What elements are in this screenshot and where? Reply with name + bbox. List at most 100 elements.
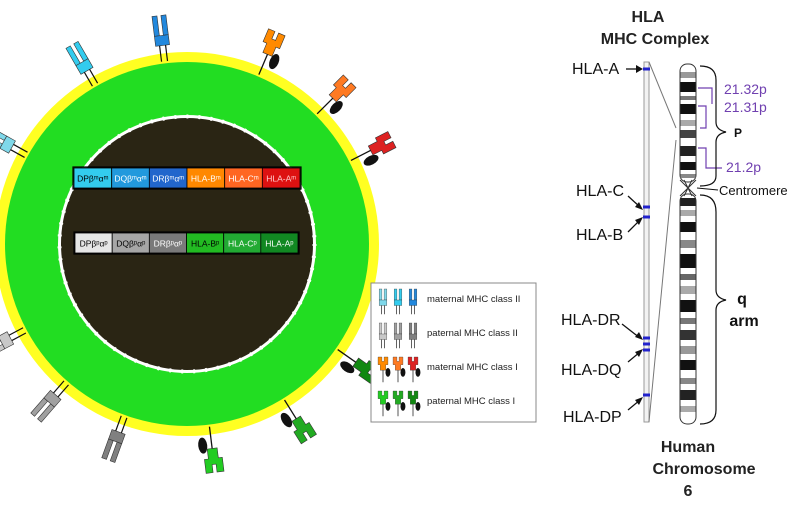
chromosome-band	[680, 240, 696, 248]
chromosome-band	[680, 146, 696, 156]
legend-item: maternal MHC class I	[377, 356, 518, 383]
gene-segment-label: DPβᵐαᵐ	[77, 174, 108, 184]
gene-segment-label: HLA-Cᵖ	[228, 239, 257, 249]
gene-segment: HLA-Cᵐ	[224, 167, 263, 189]
mhc-molecules	[0, 14, 397, 474]
gene-segment-label: DRβᵐαᵐ	[152, 174, 184, 184]
gene-segment-label: HLA-Aᵐ	[266, 174, 296, 184]
legend-label: paternal MHC class II	[427, 328, 518, 339]
mhc-class-i-molecule	[280, 399, 317, 445]
chromosome-band	[680, 254, 696, 268]
gene-segment-label: DQβᵐαᵐ	[114, 174, 146, 184]
chromosome-band	[680, 82, 696, 92]
chromosome-band	[680, 96, 696, 100]
band-bracket-21-32	[698, 87, 713, 104]
gene-label-hla-dq: HLA-DQ	[561, 362, 621, 379]
gene-segment-label: HLA-Cᵐ	[228, 174, 259, 184]
q-arm-label-line1: q	[737, 291, 747, 308]
band-label-21-2p: 21.2p	[726, 159, 761, 175]
mhc-class-ii-molecule	[101, 415, 128, 463]
legend-label: maternal MHC class I	[427, 362, 518, 373]
mhc-class-i-molecule	[350, 131, 397, 166]
arrowhead-hla-dr	[635, 332, 643, 340]
chromosome-band	[680, 104, 696, 114]
gene-segment: HLA-Bᵖ	[186, 232, 225, 254]
chromosome-band	[680, 130, 696, 138]
maternal-gene-bar	[72, 166, 302, 190]
chromosome-band	[680, 318, 696, 324]
band-label-21-32p: 21.32p	[724, 81, 767, 97]
mhc-class-i-molecule	[198, 426, 225, 474]
legend-swatch-icon	[377, 390, 391, 417]
mhc-class-i-molecule	[316, 74, 357, 115]
q-arm-brace	[699, 194, 727, 425]
centromere-pointer	[696, 187, 719, 191]
gene-label-hla-c: HLA-C	[576, 183, 624, 200]
legend-swatch-icon	[393, 322, 403, 349]
chromosome-band	[680, 162, 696, 170]
chromosome-band	[680, 360, 696, 370]
gene-segment: HLA-Bᵐ	[186, 167, 226, 189]
gene-marker	[643, 342, 650, 346]
legend-item: paternal MHC class I	[377, 390, 515, 417]
legend-label: maternal MHC class II	[427, 294, 520, 305]
chromosome-6	[679, 63, 697, 425]
mhc-class-ii-molecule	[0, 327, 27, 359]
gene-marker	[643, 67, 650, 71]
legend-label: paternal MHC class I	[427, 396, 515, 407]
mhc-title-line1: HLA	[632, 9, 665, 26]
maternal-gene-segments: DPβᵐαᵐ DQβᵐαᵐ DRβᵐαᵐ HLA-Bᵐ HLA-Cᵐ HLA-Aᵐ	[73, 167, 301, 189]
chromosome-caption-line3: 6	[684, 483, 693, 500]
gene-label-hla-b: HLA-B	[576, 227, 623, 244]
legend-swatch-icon	[408, 322, 418, 349]
chromosome-band	[680, 72, 696, 78]
chromosome-band	[680, 406, 696, 412]
nuclear-pores	[57, 114, 317, 374]
gene-segment-label: HLA-Bᵐ	[191, 174, 221, 184]
centromere-shape	[679, 179, 697, 197]
gene-marker	[643, 348, 650, 352]
chromosome-band	[680, 198, 696, 206]
arrowhead-hla-c	[635, 202, 643, 210]
gene-segment: DQβᵐαᵐ	[111, 167, 150, 189]
mhc-class-ii-molecule	[151, 14, 170, 62]
connector-line	[648, 61, 677, 129]
legend-swatch-icon	[378, 322, 388, 349]
chromosome-band	[680, 346, 696, 354]
chromosome-band	[680, 330, 696, 340]
centromere-label: Centromere	[719, 183, 788, 198]
gene-marker	[643, 205, 650, 209]
gene-label-hla-dr: HLA-DR	[561, 312, 621, 329]
arrowhead-hla-a	[636, 65, 643, 73]
gene-segment: DRβᵖαᵖ	[148, 232, 187, 254]
gene-segment-label: DRβᵖαᵖ	[154, 239, 183, 249]
chromosome-band	[680, 286, 696, 294]
arrowhead-hla-dp	[635, 397, 643, 405]
gene-segment: DRβᵐαᵐ	[148, 167, 188, 189]
gene-segment-label: DPβᵖαᵖ	[80, 239, 108, 249]
chromosome-panel: HLA MHC Complex HLA-A HLA-C HLA-B HLA-DR…	[561, 9, 788, 500]
gene-segment: DPβᵐαᵐ	[73, 167, 113, 189]
q-arm-label-line2: arm	[729, 313, 758, 330]
paternal-gene-bar	[73, 231, 300, 255]
mhc-class-ii-molecule	[65, 40, 99, 87]
chromosome-band	[680, 174, 696, 178]
band-bracket-21-31	[698, 105, 707, 129]
gene-marker	[643, 336, 650, 340]
p-arm-brace	[699, 65, 727, 187]
legend-swatch-icon	[378, 288, 388, 315]
gene-label-hla-dp: HLA-DP	[563, 409, 622, 426]
arrowhead-hla-dq	[635, 349, 643, 357]
p-arm-label: P	[734, 126, 742, 140]
gene-marker	[643, 393, 650, 397]
legend-item: paternal MHC class II	[378, 322, 518, 349]
legend-swatch-icon	[392, 356, 406, 383]
chromosome-caption-line1: Human	[661, 439, 715, 456]
chromosome-band	[680, 210, 696, 216]
band-bracket-21-2	[698, 147, 722, 169]
chromosome-caption-line2: Chromosome	[652, 461, 755, 478]
gene-segment: HLA-Aᵖ	[260, 232, 299, 254]
mhc-class-i-molecule	[258, 28, 286, 75]
chromosome-band	[680, 378, 696, 384]
